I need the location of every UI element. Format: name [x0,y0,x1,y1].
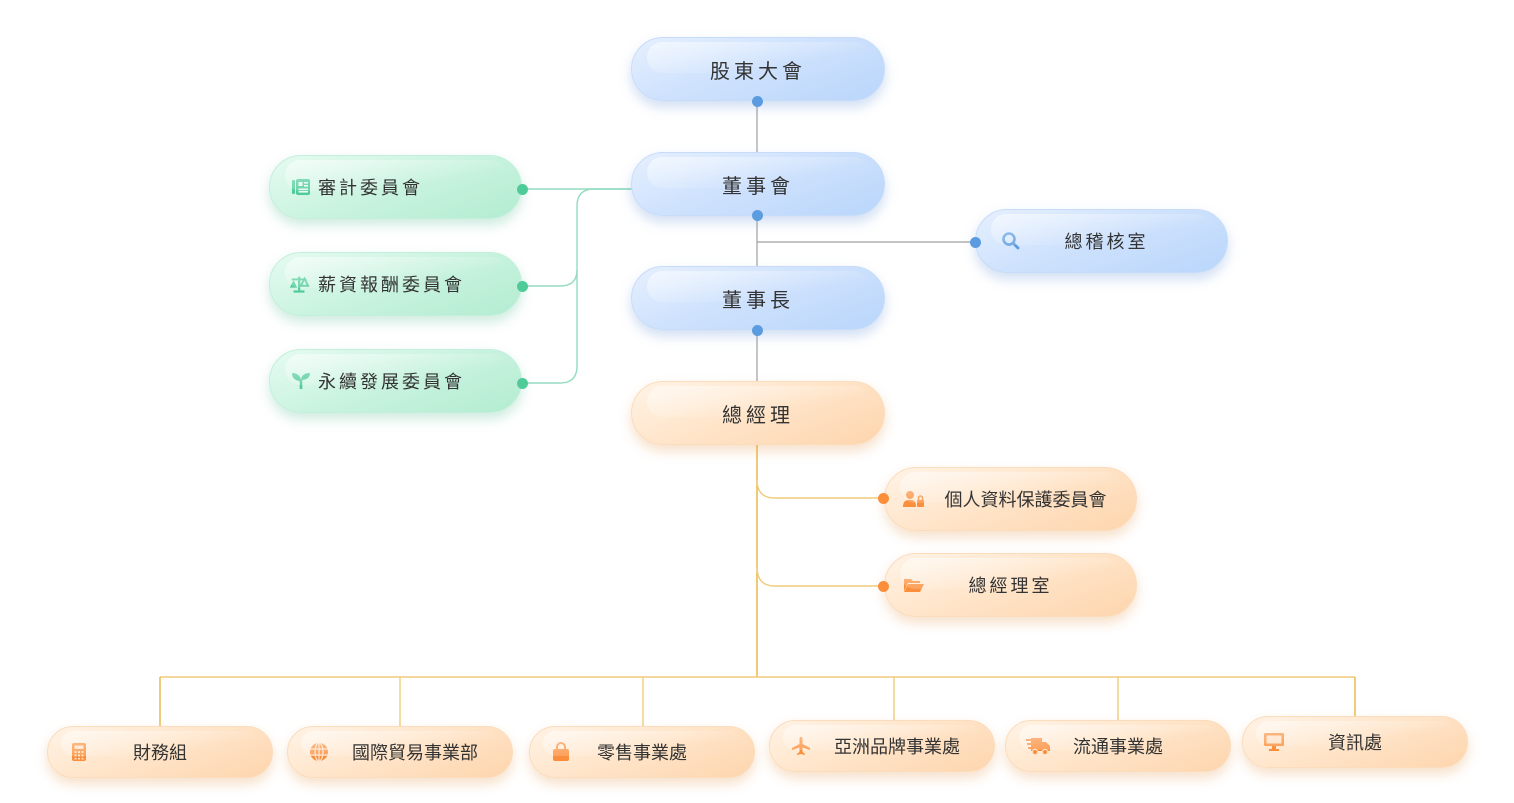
node-president-office[interactable]: 總經理室 [884,553,1137,617]
node-privacy-committee[interactable]: 個人資料保護委員會 [884,467,1137,531]
newspaper-icon [290,176,312,198]
connector-dot [752,96,763,107]
connector-privacy-committee [756,479,884,499]
node-board-of-directors[interactable]: 董事會 [631,152,885,216]
node-salary-committee[interactable]: 薪資報酬委員會 [269,252,522,316]
node-label: 國際貿易事業部 [352,743,478,764]
node-label: 審計委員會 [318,178,423,199]
connector-committee-esg [522,270,578,384]
node-chairman[interactable]: 董事長 [631,266,885,330]
connector-dot [752,325,763,336]
node-division-it[interactable]: 資訊處 [1242,716,1468,768]
seedling-icon [290,370,312,392]
connector-dot [517,184,528,195]
node-division-intl-trade[interactable]: 國際貿易事業部 [287,726,513,778]
node-label: 董事會 [722,173,794,198]
node-label: 個人資料保護委員會 [944,490,1107,511]
connector-dot [970,237,981,248]
connector-committee-salary [522,188,632,287]
node-label: 資訊處 [1328,733,1382,754]
node-label: 財務組 [133,743,187,764]
user-lock-icon [903,488,925,510]
node-division-asia-brand[interactable]: 亞洲品牌事業處 [769,720,995,772]
node-division-finance[interactable]: 財務組 [47,726,273,778]
desktop-icon [1263,731,1285,753]
globe-icon [308,741,330,763]
node-president[interactable]: 總經理 [631,381,885,445]
node-division-distribution[interactable]: 流通事業處 [1005,720,1231,772]
node-audit-office[interactable]: 總稽核室 [975,209,1228,273]
search-icon [1000,230,1022,252]
node-label: 零售事業處 [597,743,687,764]
connector-dot [752,210,763,221]
connector-dot [878,581,889,592]
connector-dot [878,493,889,504]
node-label: 董事長 [722,287,794,312]
calculator-icon [68,741,90,763]
node-label: 總經理室 [968,576,1053,597]
node-shareholders-meeting[interactable]: 股東大會 [631,37,885,101]
node-label: 流通事業處 [1073,737,1163,758]
node-label: 總稽核室 [1064,232,1149,253]
node-division-retail[interactable]: 零售事業處 [529,726,755,778]
node-sustainability-committee[interactable]: 永續發展委員會 [269,349,522,413]
node-label: 股東大會 [710,58,806,83]
folder-open-icon [903,574,925,596]
node-label: 薪資報酬委員會 [318,275,465,296]
scale-icon [288,273,310,295]
node-audit-committee[interactable]: 審計委員會 [269,155,522,219]
shopping-bag-icon [550,741,572,763]
node-label: 總經理 [722,402,794,427]
node-label: 亞洲品牌事業處 [834,737,960,758]
node-label: 永續發展委員會 [318,372,465,393]
connector-dot [517,378,528,389]
connector-dot [517,281,528,292]
truck-icon [1026,735,1052,757]
connector-president-office [756,566,884,587]
plane-icon [790,735,812,757]
